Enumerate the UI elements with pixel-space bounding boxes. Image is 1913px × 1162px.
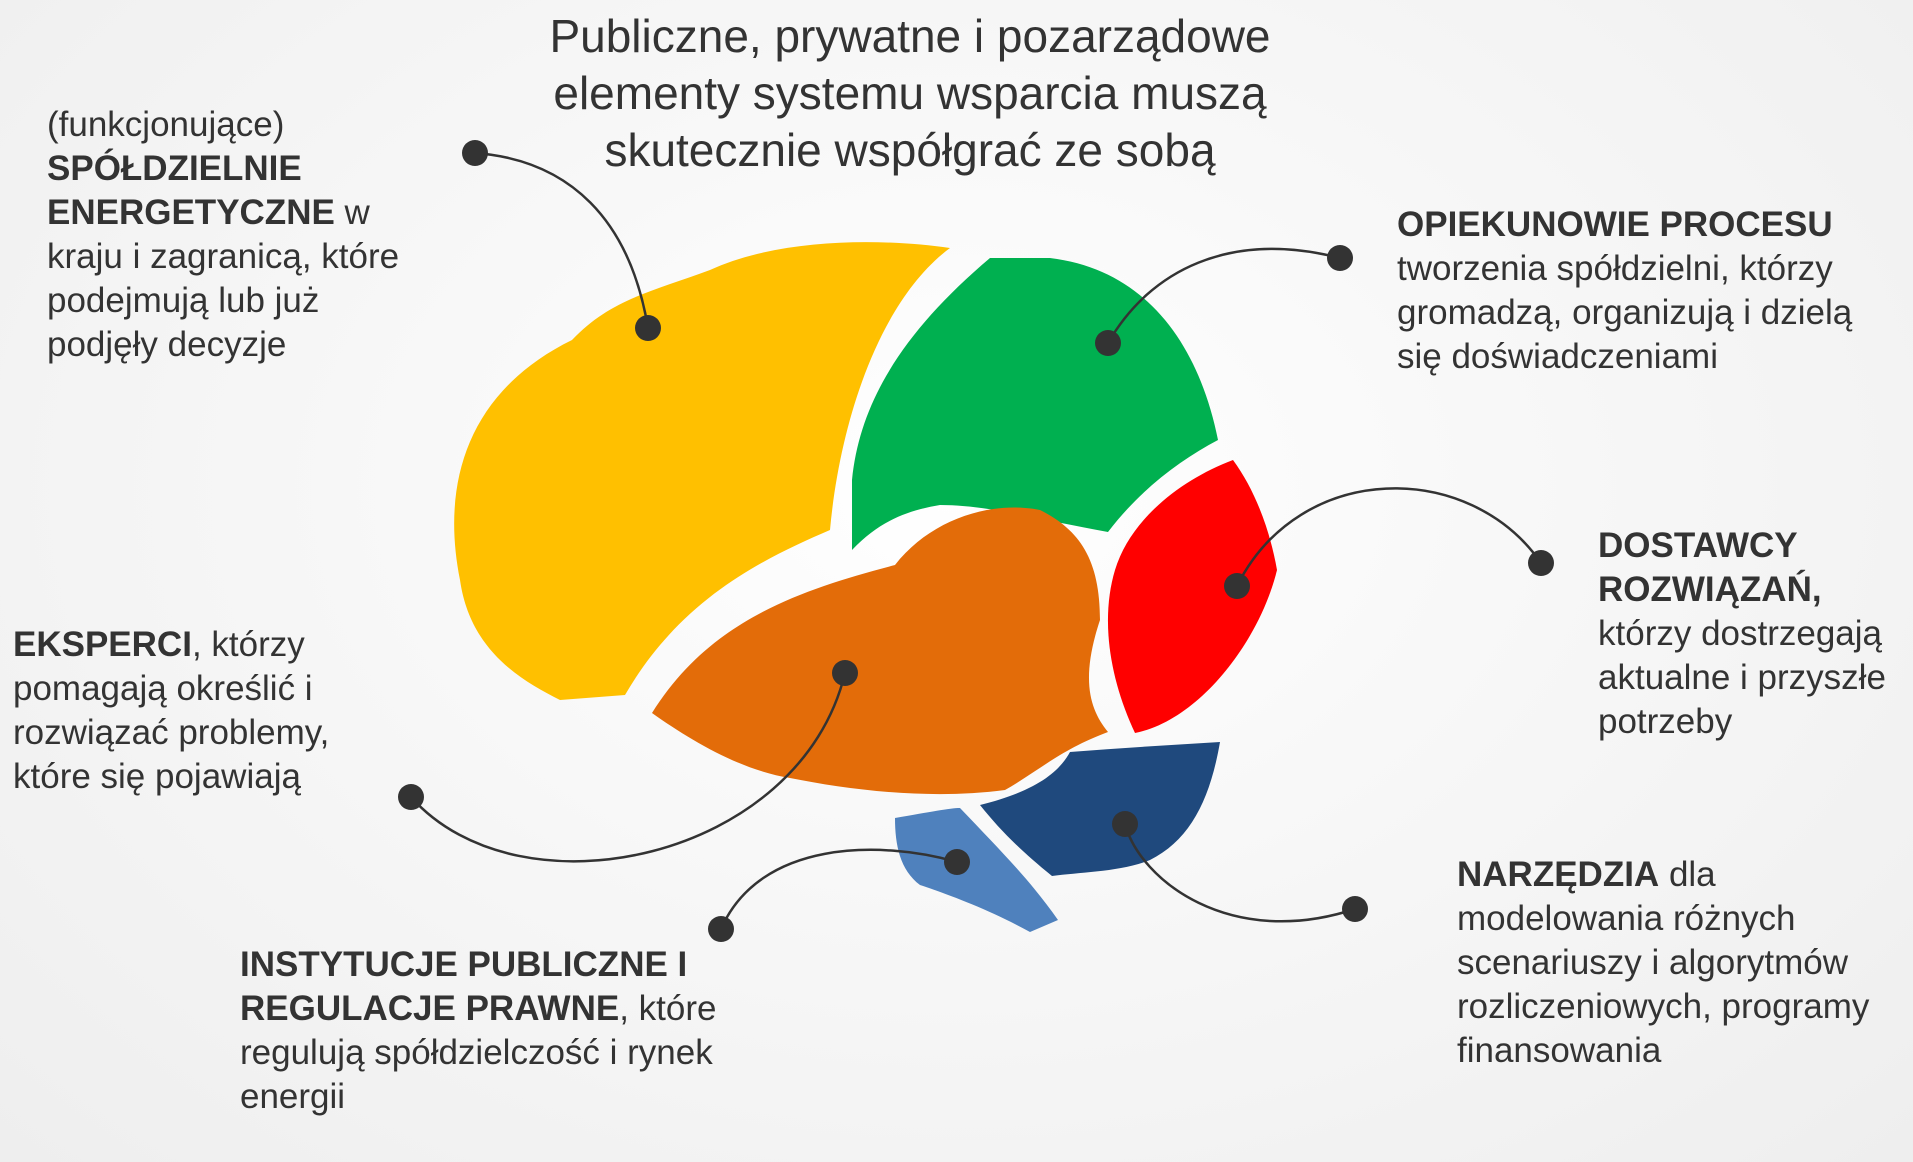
label-dostawcy-rest: którzy dostrzegają aktualne i przyszłe p… [1598,614,1886,741]
connector-narzedzia [1123,823,1356,923]
dot-eksperci-inner [832,660,858,686]
connector-dostawcy [1235,487,1543,587]
label-instytucje-bold: INSTYTUCJE PUBLICZNE I REGULACJE PRAWNE [240,945,688,1028]
connector-opiekunowie [1106,247,1341,344]
label-eksperci-bold: EKSPERCI [13,625,192,664]
label-dostawcy-bold: DOSTAWCY ROZWIĄZAŃ, [1598,526,1822,609]
dot-opiekunowie-inner [1095,330,1121,356]
label-narzedzia-rest: dla modelowania różnych scenariuszy i al… [1457,855,1870,1070]
dot-dostawcy-outer [1528,550,1554,576]
label-instytucje-rest: , które regulują spółdzielczość i rynek … [240,989,717,1116]
label-narzedzia-bold: NARZĘDZIA [1457,855,1660,894]
dot-instytucje-outer [708,916,734,942]
lobe-yellow [454,242,950,700]
connector-eksperci [410,672,847,863]
dot-dostawcy-inner [1224,573,1250,599]
label-opiekunowie-rest: tworzenia spółdzielni, którzy gromadzą, … [1397,249,1853,376]
label-spoldzielnie-bold: SPÓŁDZIELNIE ENERGETYCZNE [47,149,335,232]
lobe-green [852,258,1218,550]
dot-opiekunowie-outer [1327,245,1353,271]
label-spoldzielnie-energetyczne: (funkcjonujące) SPÓŁDZIELNIE ENERGETYCZNE… [47,103,427,367]
label-narzedzia: NARZĘDZIA dla modelowania różnych scenar… [1457,853,1877,1073]
dot-instytucje-inner [944,849,970,875]
dot-eksperci-outer [398,784,424,810]
label-opiekunowie-procesu: OPIEKUNOWIE PROCESU tworzenia spółdzielni… [1397,203,1897,379]
label-eksperci: EKSPERCI, którzy pomagają określić i roz… [13,623,373,799]
brainstem [895,808,1058,932]
diagram-title: Publiczne, prywatne i pozarządowe elemen… [549,10,1271,176]
dot-narzedzia-outer [1342,896,1368,922]
label-instytucje-publiczne: INSTYTUCJE PUBLICZNE I REGULACJE PRAWNE,… [240,943,720,1119]
dot-spoldzielnie-inner [635,315,661,341]
connector-instytucje [719,848,958,930]
lobe-red [1107,460,1277,733]
connector-spoldzielnie [474,151,650,329]
label-spoldzielnie-pre: (funkcjonujące) [47,105,285,144]
label-eksperci-rest: , którzy pomagają określić i rozwiązać p… [13,625,330,796]
dot-narzedzia-inner [1112,811,1138,837]
label-opiekunowie-bold: OPIEKUNOWIE PROCESU [1397,205,1833,244]
dot-spoldzielnie-outer [462,140,488,166]
lobe-orange [652,507,1108,795]
lobe-navy [980,742,1220,876]
label-spoldzielnie-rest: w kraju i zagranicą, które podejmują lub… [47,193,400,364]
label-dostawcy-rozwiazan: DOSTAWCY ROZWIĄZAŃ,którzy dostrzegają ak… [1598,524,1908,744]
